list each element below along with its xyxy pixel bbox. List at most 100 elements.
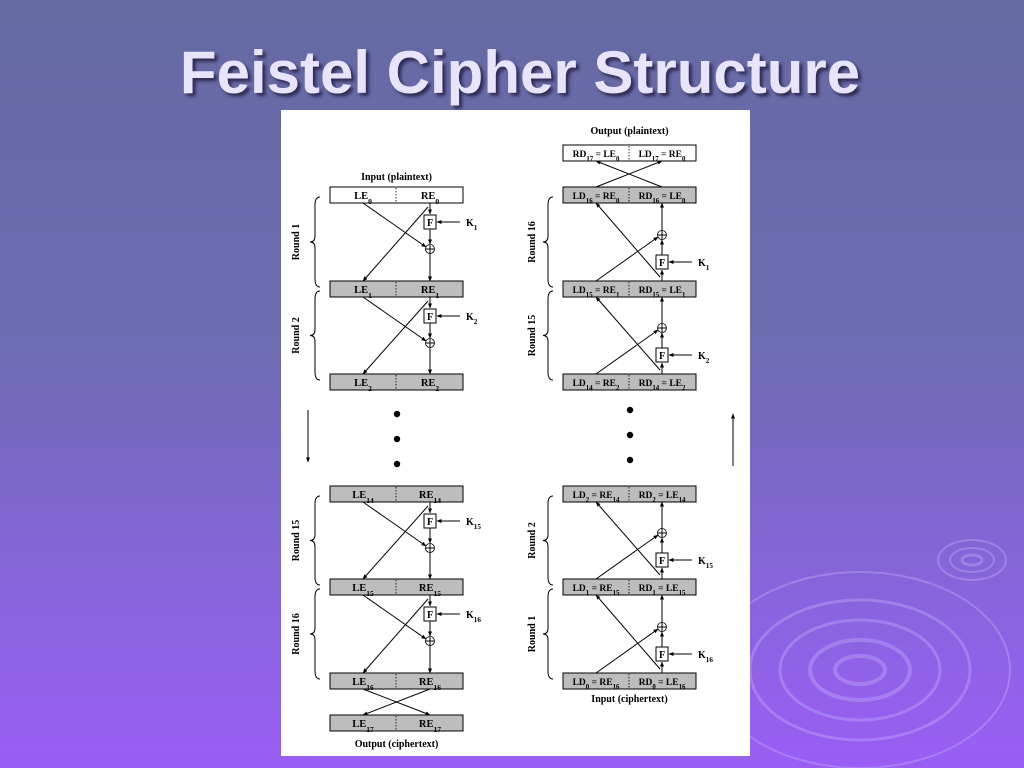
left-half-label: LE14: [352, 490, 374, 505]
left-to-xor-wire: [595, 329, 659, 375]
ellipsis-dot: [393, 460, 401, 468]
left-half-label: LD1 = RE15: [573, 584, 620, 597]
f-box-label: F: [659, 556, 665, 567]
left-to-xor-wire: [362, 501, 427, 547]
round-key-label: K1: [698, 258, 710, 272]
input-plaintext-label: Input (plaintext): [361, 172, 432, 183]
state-box: LD16 = RE0 RD16 = LE0: [562, 186, 697, 205]
round-label: Round 1: [527, 616, 538, 652]
left-to-xor-wire: [362, 296, 427, 342]
state-box: LD14 = RE2 RD14 = LE2: [562, 373, 697, 392]
state-box-frame: [562, 578, 697, 596]
right-half-label: RD2 = LE14: [639, 491, 686, 504]
left-half-label: LD16 = RE0: [573, 192, 620, 205]
state-box-frame: [329, 714, 464, 732]
round-label: Round 1: [291, 224, 302, 260]
encryption-round: F K2 Round 2: [291, 290, 478, 381]
f-box-label: F: [427, 312, 433, 323]
round-label: Round 16: [291, 613, 302, 654]
right-half-label: RD15 = LE1: [639, 286, 686, 299]
round-brace: [309, 196, 321, 288]
right-half-label: RE2: [421, 378, 440, 393]
left-to-xor-wire: [362, 594, 427, 640]
state-box-frame: [562, 280, 697, 298]
f-function-box: F: [423, 606, 437, 622]
ellipsis-dot: [626, 406, 634, 414]
round-brace: [309, 588, 321, 680]
left-half-label: LD14 = RE2: [573, 379, 620, 392]
f-function-box: F: [655, 552, 669, 568]
left-to-xor-wire: [362, 202, 427, 248]
right-to-left-wire: [595, 202, 661, 278]
round-key-label: K2: [698, 351, 710, 365]
xor-icon: [657, 622, 667, 632]
state-box-frame: [562, 144, 697, 162]
left-to-xor-wire: [595, 628, 659, 674]
left-half-label: LD2 = RE14: [573, 491, 620, 504]
left-half-label: LE16: [352, 677, 374, 692]
left-to-xor-wire: [595, 534, 659, 580]
round-key-label: K16: [698, 650, 713, 664]
right-half-label: RD16 = LE0: [639, 192, 686, 205]
f-function-box: F: [423, 214, 437, 230]
right-to-left-wire: [362, 300, 429, 375]
right-half-label: RD1 = LE15: [639, 584, 686, 597]
left-half-label: LD0 = RE16: [573, 678, 620, 691]
decryption-column: Output (plaintext)Input (ciphertext)RD17…: [527, 126, 735, 705]
f-box-label: F: [659, 650, 665, 661]
round-label: Round 2: [291, 317, 302, 353]
right-half-label: RE0: [421, 191, 440, 206]
f-box-label: F: [659, 258, 665, 269]
right-half-label: RD14 = LE2: [639, 379, 686, 392]
round-label: Round 15: [291, 520, 302, 561]
state-box-frame: [562, 373, 697, 391]
ellipsis-dot: [626, 431, 634, 439]
xor-icon: [425, 244, 435, 254]
round-brace: [542, 495, 554, 586]
encryption-round: F K1 Round 1: [291, 196, 478, 288]
round-key-label: K15: [466, 517, 481, 531]
right-to-left-wire: [595, 501, 661, 576]
left-half-label: LE15: [352, 583, 374, 598]
state-box-frame: [562, 672, 697, 690]
f-function-box: F: [655, 347, 669, 363]
f-function-box: F: [655, 646, 669, 662]
left-half-label: LE17: [352, 719, 374, 734]
round-key-label: K2: [466, 312, 478, 326]
left-half-label: LE0: [354, 191, 372, 206]
state-box: LE1 RE1: [329, 280, 464, 300]
state-box-frame: [329, 373, 464, 391]
f-function-box: F: [423, 513, 437, 529]
right-half-label: LD17 = RE0: [639, 150, 686, 163]
round-brace: [542, 196, 554, 288]
state-box: LD0 = RE16 RD0 = LE16: [562, 672, 697, 691]
right-half-label: RD0 = LE16: [639, 678, 686, 691]
left-half-label: RD17 = LE0: [573, 150, 620, 163]
state-box-frame: [329, 485, 464, 503]
state-box-frame: [329, 186, 464, 204]
state-box: LE0 RE0: [329, 186, 464, 206]
state-box: RD17 = LE0 LD17 = RE0: [562, 144, 697, 163]
f-box-label: F: [427, 517, 433, 528]
right-half-label: RE1: [421, 285, 440, 300]
round-label: Round 2: [527, 522, 538, 558]
state-box: LE15 RE15: [329, 578, 464, 598]
output-plaintext-label: Output (plaintext): [590, 126, 668, 137]
round-label: Round 15: [527, 315, 538, 356]
round-brace: [542, 588, 554, 680]
round-key-label: K1: [466, 218, 478, 232]
right-half-label: RE15: [419, 583, 441, 598]
right-to-left-wire: [595, 296, 661, 371]
ellipsis-dot: [393, 435, 401, 443]
state-box-frame: [562, 186, 697, 204]
left-half-label: LE1: [354, 285, 372, 300]
